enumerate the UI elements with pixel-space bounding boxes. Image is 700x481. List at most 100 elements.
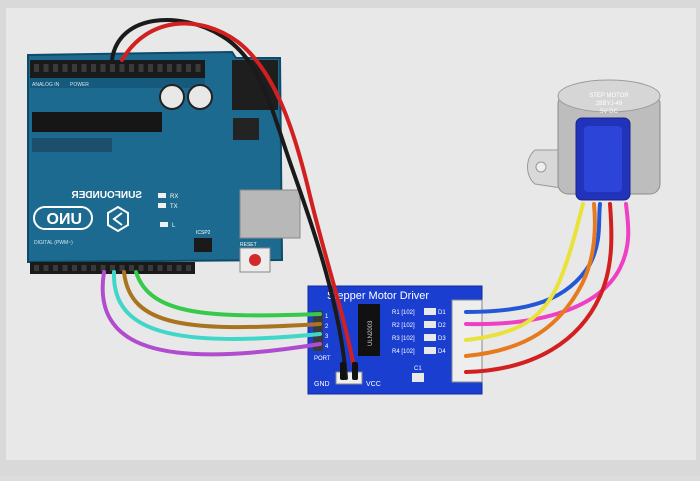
bottom-header-pin: [167, 265, 172, 271]
top-header-pin: [157, 64, 163, 72]
regulator: [233, 118, 259, 140]
power-label: POWER: [70, 82, 89, 88]
analog-label: ANALOG IN: [32, 82, 60, 88]
bottom-header-pin: [81, 265, 87, 271]
l-led: [160, 222, 168, 227]
wire-cyan-in3: [111, 270, 322, 341]
in-pin-label-4: 4: [325, 344, 329, 350]
mount-hole-left: [535, 161, 547, 173]
bottom-header-pin: [62, 265, 68, 271]
capacitor-2: [187, 84, 213, 110]
wire-red-motor: [464, 202, 614, 374]
resistor-r2: R2 [102]: [392, 323, 415, 329]
bottom-header-pin: [157, 265, 163, 271]
icsp-header: [194, 238, 212, 252]
uno-logo-frame: [33, 206, 93, 230]
wire-brown-in2: [122, 270, 322, 330]
sleeve-red: [352, 362, 358, 380]
top-header-pin: [129, 64, 134, 72]
in-pin-label-2: 2: [325, 324, 329, 330]
port-label: PORT: [314, 356, 331, 362]
motor-label-3: 5V DC: [600, 109, 618, 115]
bottom-header-pin: [43, 265, 49, 271]
top-header-pin: [81, 64, 87, 72]
sleeve-black: [340, 362, 346, 380]
stepper-motor: STEP MOTOR 28BYJ-48 5V DC: [527, 79, 661, 201]
top-header-pin: [119, 64, 125, 72]
top-header-pin: [186, 64, 191, 72]
wire-yellow-motor: [464, 202, 585, 342]
wire-red-vcc: [120, 21, 358, 380]
bottom-header-pin: [119, 265, 125, 271]
rx-led: [158, 193, 166, 198]
bottom-header-pin: [110, 265, 115, 271]
led-label-d3: D3: [438, 336, 446, 342]
rx-label: RX: [170, 194, 178, 200]
chip-label: ULN2003: [368, 320, 374, 346]
top-header-pin: [100, 64, 106, 72]
top-header-pin: [110, 64, 115, 72]
led-label-d2: D2: [438, 323, 446, 329]
top-header-pin: [148, 64, 153, 72]
bottom-header-pin: [53, 265, 58, 271]
wires: [100, 17, 631, 380]
top-header-pin: [195, 64, 201, 72]
vcc-label: VCC: [366, 381, 381, 388]
motor-wire-cap-inner: [584, 126, 622, 192]
bottom-header-pin: [72, 265, 77, 271]
bottom-header-pin: [129, 265, 134, 271]
bottom-header-pin: [91, 265, 96, 271]
top-header-pin: [62, 64, 68, 72]
arduino-pcb: [27, 50, 284, 264]
wire-orange-motor: [464, 202, 597, 358]
wire-green-in1: [134, 270, 322, 318]
microcontroller-chip: [32, 112, 162, 132]
top-header-pin: [91, 64, 96, 72]
l-label: L: [172, 223, 176, 229]
top-header-pin: [176, 64, 182, 72]
wire-pink-motor: [464, 202, 631, 327]
bottom-header-pin: [148, 265, 153, 271]
motor-top: [557, 79, 661, 113]
top-header-pin: [138, 64, 144, 72]
tx-label: TX: [170, 204, 178, 210]
in-pin-label-1: 1: [325, 314, 329, 320]
reset-button-cap: [249, 254, 261, 266]
resistor-r4: R4 [102]: [392, 349, 415, 355]
top-header-pin: [34, 64, 39, 72]
brand-label: SUNFOUNDER: [71, 190, 142, 201]
icsp-label: ICSP2: [196, 230, 211, 236]
motor-label-1: STEP MOTOR: [589, 93, 629, 99]
uln-chip: [358, 304, 380, 356]
cap-c1: [412, 373, 424, 382]
top-header-pin: [167, 64, 172, 72]
input-pin-header: [313, 311, 323, 351]
led-label-d4: D4: [438, 349, 446, 355]
bottom-header-pin: [176, 265, 182, 271]
bottom-header-pin: [138, 265, 144, 271]
led-d4: [424, 347, 436, 354]
gnd-label: GND: [314, 381, 330, 388]
uno-label: UNO: [46, 211, 82, 228]
digital-label: DIGITAL (PWM~): [34, 240, 73, 246]
capacitor-1: [159, 84, 185, 110]
sunfounder-logo-icon: [107, 205, 129, 233]
bottom-header-pin: [34, 265, 39, 271]
led-label-d1: D1: [438, 310, 446, 316]
arduino-board: POWER ANALOG IN SUNFOUNDER RX TX UNO: [27, 50, 301, 274]
reset-label: RESET: [240, 242, 257, 248]
top-header-pin: [72, 64, 77, 72]
tx-led: [158, 203, 166, 208]
wire-purple-in4: [100, 270, 322, 357]
motor-label-2: 28BYJ-48: [596, 101, 623, 107]
wire-blue-motor: [464, 202, 602, 314]
wire-black-gnd: [110, 17, 348, 380]
resistor-r3: R3 [102]: [392, 336, 415, 342]
top-header-pin: [43, 64, 49, 72]
wire-sleeves: [340, 362, 358, 380]
in-pin-label-3: 3: [325, 334, 329, 340]
power-header: [335, 371, 363, 385]
led-d2: [424, 321, 436, 328]
